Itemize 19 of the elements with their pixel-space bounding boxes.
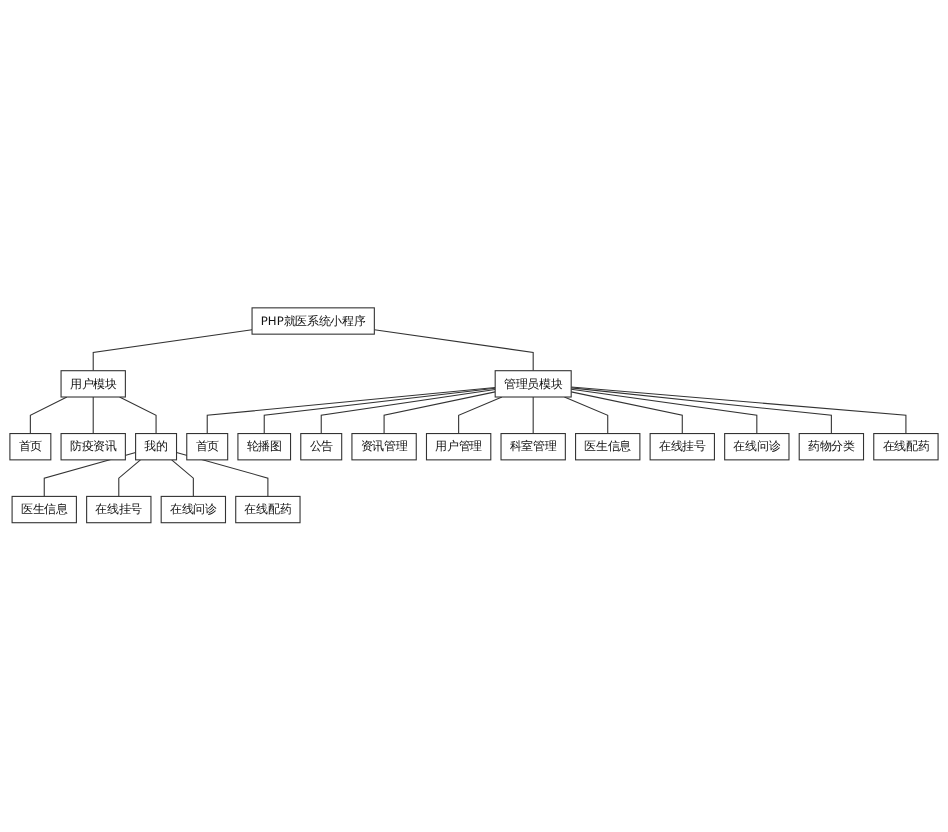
- connector: [263, 388, 496, 435]
- connector: [570, 389, 758, 435]
- connector: [118, 460, 141, 498]
- connector: [92, 329, 253, 372]
- connector: [570, 388, 832, 435]
- connector: [320, 389, 496, 435]
- connector: [92, 397, 94, 435]
- connector: [373, 329, 534, 372]
- connector: [118, 397, 157, 435]
- connector: [176, 452, 269, 498]
- connector: [570, 392, 683, 435]
- connector: [570, 387, 907, 435]
- connector: [383, 392, 496, 435]
- connector: [458, 397, 503, 435]
- connector: [532, 397, 534, 435]
- connector: [29, 397, 68, 435]
- connector: [206, 387, 496, 435]
- connector: [171, 460, 194, 498]
- connector: [563, 397, 609, 435]
